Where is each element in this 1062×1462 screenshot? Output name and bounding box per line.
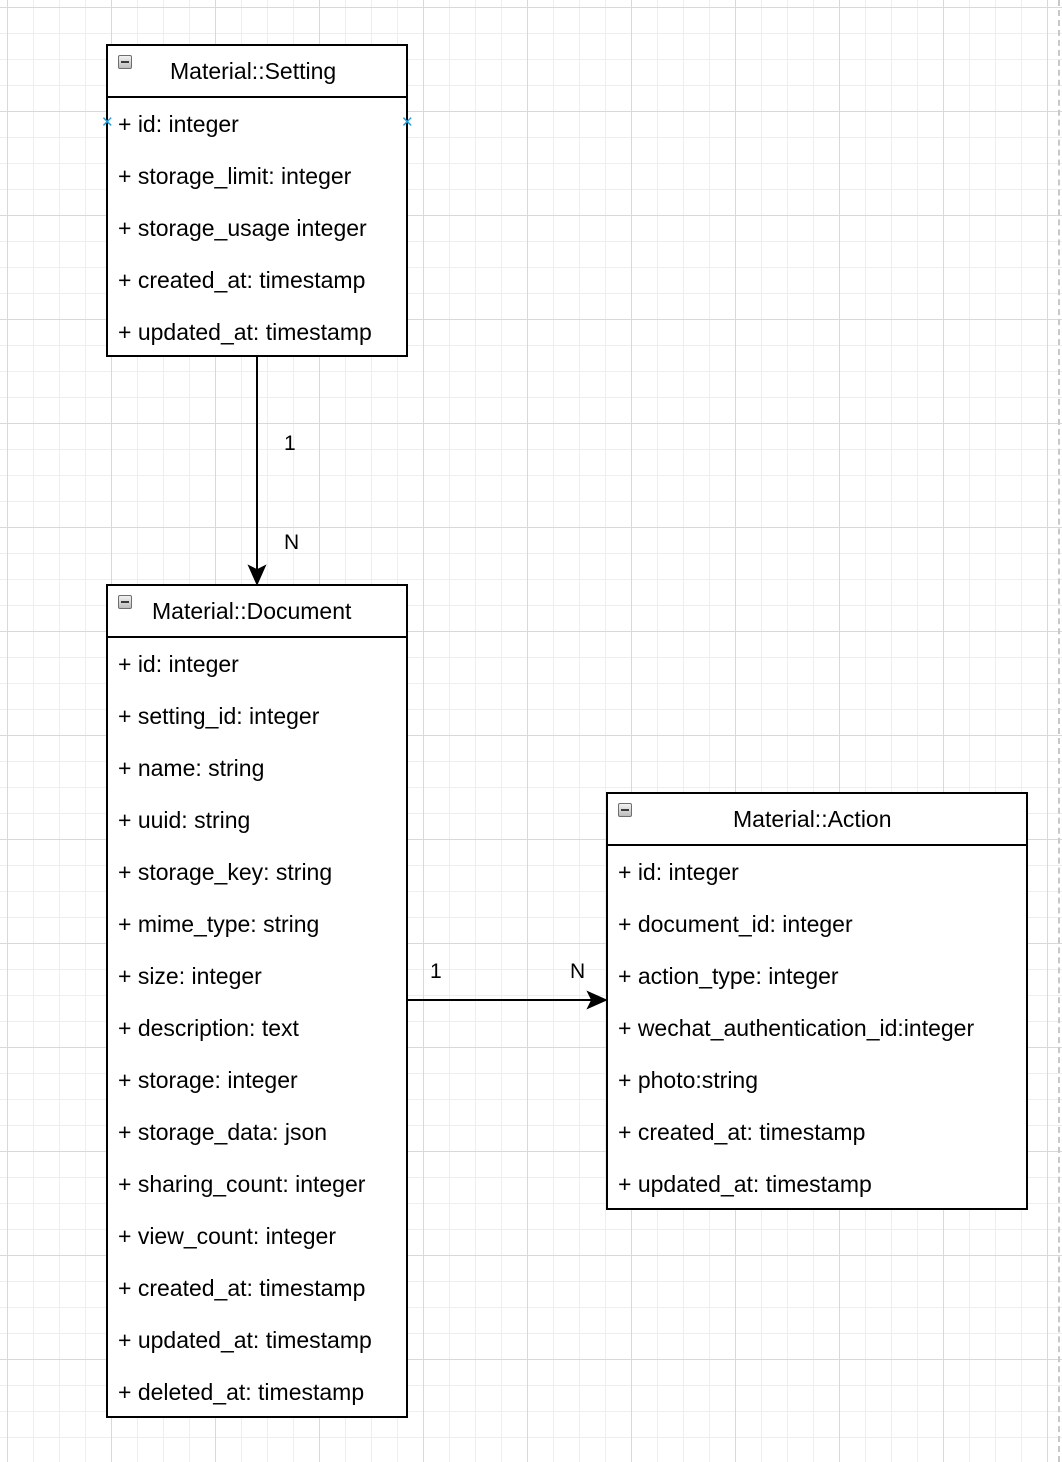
- attribute-row[interactable]: + size: integer: [118, 963, 262, 989]
- attribute-row[interactable]: + uuid: string: [118, 807, 251, 833]
- attribute-row[interactable]: + created_at: timestamp: [118, 1275, 366, 1301]
- attribute-row[interactable]: + mime_type: string: [118, 911, 320, 937]
- attribute-row[interactable]: + updated_at: timestamp: [118, 1327, 372, 1353]
- class-action-attributes: + id: integer + document_id: integer + a…: [608, 846, 1026, 1210]
- attribute-row[interactable]: + id: integer: [118, 651, 239, 677]
- attribute-row[interactable]: + storage: integer: [118, 1067, 298, 1093]
- class-setting-header[interactable]: Material::Setting: [108, 46, 406, 98]
- attribute-row[interactable]: + sharing_count: integer: [118, 1171, 366, 1197]
- attribute-row[interactable]: + created_at: timestamp: [618, 1119, 866, 1145]
- edge-document-action[interactable]: [408, 990, 608, 1010]
- class-setting[interactable]: Material::Setting + id: integer + storag…: [106, 44, 408, 357]
- attribute-row[interactable]: + storage_usage integer: [118, 215, 367, 241]
- attribute-row[interactable]: + document_id: integer: [618, 911, 853, 937]
- attribute-row[interactable]: + id: integer: [118, 111, 239, 137]
- collapse-minus-icon[interactable]: [618, 803, 632, 817]
- edge-document-action-arrowhead: [586, 990, 608, 1010]
- attribute-row[interactable]: + updated_at: timestamp: [618, 1171, 872, 1197]
- attribute-row[interactable]: + view_count: integer: [118, 1223, 336, 1249]
- attribute-row[interactable]: + setting_id: integer: [118, 703, 320, 729]
- class-document-title: Material::Document: [152, 598, 352, 624]
- class-setting-title: Material::Setting: [170, 58, 337, 84]
- connection-point-icon[interactable]: ✕: [101, 114, 114, 131]
- attribute-row[interactable]: + id: integer: [618, 859, 739, 885]
- class-setting-attributes: + id: integer + storage_limit: integer +…: [108, 98, 406, 358]
- edge-document-action-target-label[interactable]: N: [570, 960, 586, 983]
- edge-setting-document-arrowhead: [247, 564, 267, 586]
- attribute-row[interactable]: + storage_data: json: [118, 1119, 328, 1145]
- attribute-row[interactable]: + updated_at: timestamp: [118, 319, 372, 345]
- collapse-minus-icon[interactable]: [118, 55, 132, 69]
- attribute-row[interactable]: + photo:string: [618, 1067, 759, 1093]
- attribute-row[interactable]: + wechat_authentication_id:integer: [618, 1015, 975, 1041]
- edge-document-action-source-label[interactable]: 1: [430, 960, 442, 983]
- class-action-header[interactable]: Material::Action: [608, 794, 1026, 846]
- class-action-title: Material::Action: [733, 806, 892, 832]
- page-boundary: [1058, 0, 1060, 1462]
- attribute-row[interactable]: + created_at: timestamp: [118, 267, 366, 293]
- class-document-attributes: + id: integer + setting_id: integer + na…: [108, 638, 406, 1418]
- attribute-row[interactable]: + storage_limit: integer: [118, 163, 352, 189]
- attribute-row[interactable]: + name: string: [118, 755, 265, 781]
- attribute-row[interactable]: + storage_key: string: [118, 859, 333, 885]
- edge-setting-document-source-label[interactable]: 1: [284, 432, 296, 455]
- attribute-row[interactable]: + action_type: integer: [618, 963, 839, 989]
- edge-setting-document[interactable]: [247, 357, 267, 586]
- collapse-minus-icon[interactable]: [118, 595, 132, 609]
- attribute-row[interactable]: + deleted_at: timestamp: [118, 1379, 365, 1405]
- connection-point-icon[interactable]: ✕: [401, 114, 414, 131]
- class-action[interactable]: Material::Action + id: integer + documen…: [606, 792, 1028, 1210]
- class-document[interactable]: Material::Document + id: integer + setti…: [106, 584, 408, 1418]
- attribute-row[interactable]: + description: text: [118, 1015, 299, 1041]
- edge-setting-document-target-label[interactable]: N: [284, 531, 300, 554]
- class-document-header[interactable]: Material::Document: [108, 586, 406, 638]
